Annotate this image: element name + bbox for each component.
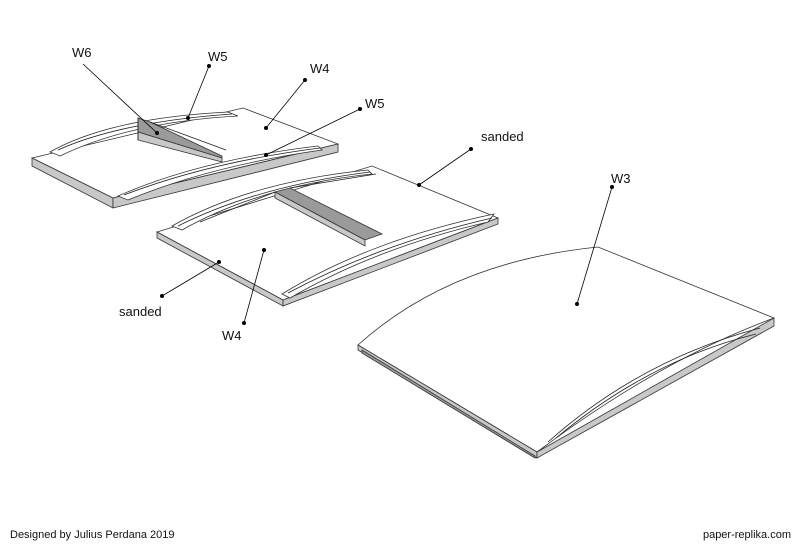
upper-tray-part <box>30 107 340 209</box>
label-text-w4-top: W4 <box>310 61 330 76</box>
website-link[interactable]: paper-replika.com <box>702 529 791 541</box>
label-w5-mid: W5 <box>264 96 385 157</box>
label-text-w6: W6 <box>72 45 92 60</box>
label-w3: W3 <box>575 171 631 306</box>
designer-credit: Designed by Julius Perdana 2019 <box>10 529 175 541</box>
middle-tray-part <box>155 165 500 307</box>
label-w6: W6 <box>72 45 159 135</box>
label-sanded-right: sanded <box>417 129 524 187</box>
label-w4-top: W4 <box>264 61 330 130</box>
label-text-w5-top: W5 <box>208 49 228 64</box>
label-text-sanded-right: sanded <box>481 129 524 144</box>
label-text-w4-bottom: W4 <box>222 328 242 343</box>
label-text-w5-mid: W5 <box>365 96 385 111</box>
w3-cover-part <box>357 246 776 459</box>
label-text-w3: W3 <box>611 171 631 186</box>
label-w4-bottom: W4 <box>222 248 266 343</box>
label-w5-top: W5 <box>186 49 228 120</box>
label-sanded-left: sanded <box>119 260 221 319</box>
label-text-sanded-left: sanded <box>119 304 162 319</box>
